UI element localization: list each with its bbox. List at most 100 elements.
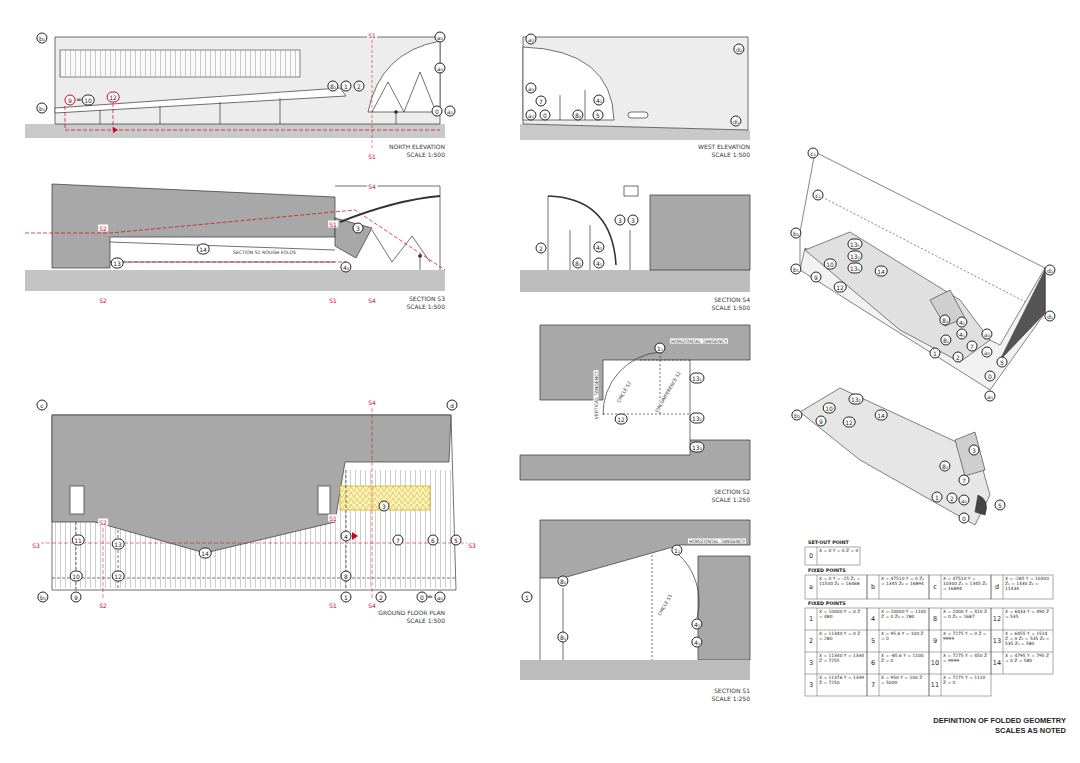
callout-number: 6	[428, 535, 439, 546]
callout-number: 14	[197, 244, 210, 255]
view-title: SECTION S1	[714, 687, 750, 694]
section-s3-part	[372, 230, 430, 262]
callout-number: b₁	[37, 592, 48, 603]
table-index: 6	[871, 660, 875, 667]
coordinate-table-part	[805, 608, 867, 696]
callout-number: 10	[823, 403, 836, 414]
section-marker: S1	[328, 515, 338, 522]
callout-number: 0	[432, 106, 443, 117]
callout-number: 0	[985, 371, 996, 382]
equals-sign: =	[427, 593, 433, 601]
ground-floor-plan-part	[40, 543, 470, 544]
view-title: SCALE 1:250	[712, 695, 750, 702]
section-s1	[520, 520, 750, 680]
table-index: 5	[871, 638, 875, 645]
axonometric-view	[800, 152, 1045, 525]
coordinate-table-part	[941, 575, 942, 599]
table-index: 4	[871, 616, 875, 623]
callout-number: 1	[930, 348, 941, 359]
section-s3-part	[440, 186, 441, 270]
callout-number: 2	[376, 592, 387, 603]
callout-number: 13₃	[689, 442, 704, 453]
table-index: a	[809, 584, 813, 591]
callout-number: b₁	[790, 264, 801, 275]
callout-number: 3	[969, 445, 980, 456]
table-cell: X = 2000 Y = 410 Z = 0 Z₂ = 1687	[943, 610, 989, 620]
table-index: 10	[931, 660, 939, 667]
north-elevation-part	[100, 110, 101, 124]
table-index: 7	[871, 682, 875, 689]
callout-number: 10	[82, 95, 95, 106]
section-s2-part	[540, 325, 750, 400]
table-cell: X = 6433 Y = 490 Z = 535	[1005, 610, 1051, 620]
west-elevation-part	[585, 90, 586, 120]
north-elevation-part	[25, 124, 445, 138]
section-s1-part	[698, 556, 750, 660]
callout-number: c₂	[808, 148, 819, 159]
callout-number: 13₁	[847, 239, 862, 250]
north-elevation-part	[372, 72, 436, 112]
ground-floor-plan	[40, 408, 470, 598]
north-elevation	[25, 37, 445, 150]
callout-number: c	[37, 400, 48, 411]
callout-number: a₂	[981, 347, 992, 358]
coordinate-table-part	[929, 674, 991, 675]
callout-number: 14	[199, 548, 212, 559]
callout-number: 8₂	[557, 576, 568, 587]
callout-number: 9	[71, 592, 82, 603]
coordinate-table-part	[991, 630, 1053, 631]
coordinate-table-part	[991, 575, 1053, 599]
view-title: NORTH ELEVATION	[389, 143, 445, 150]
section-s3-part	[52, 184, 335, 268]
coordinate-table-part	[991, 608, 1053, 674]
table-index: 13	[993, 638, 1001, 645]
callout-number: 1	[341, 81, 352, 92]
north-elevation-part	[113, 127, 118, 133]
coordinate-table-part	[805, 674, 867, 675]
table-heading: FIXED POINTS	[808, 568, 846, 573]
section-s3-part	[419, 255, 422, 258]
view-title: SCALE 1:500	[407, 303, 445, 310]
section-s2-part	[520, 440, 750, 480]
table-cell: X = 950 Y = 100 Z = 5000	[881, 676, 927, 686]
view-title: SCALE 1:500	[407, 151, 445, 158]
view-title: GROUND FLOOR PLAN	[378, 609, 445, 616]
view-title: WEST ELEVATION	[698, 143, 750, 150]
callout-number: 12	[615, 414, 628, 425]
section-marker: S1	[367, 153, 377, 160]
callout-number: 7	[393, 535, 404, 546]
table-index: b	[871, 584, 875, 591]
callout-number: 5	[593, 110, 604, 121]
callout-number: a₃	[434, 63, 445, 74]
north-elevation-part	[368, 41, 440, 112]
section-marker: S1	[328, 297, 338, 304]
coordinate-table-part	[817, 547, 818, 565]
callout-number: 13₂	[848, 394, 863, 405]
table-heading: FIXED POINTS	[808, 601, 846, 606]
table-cell: X = -85.6 Y = 1100 Z = 0	[881, 654, 927, 664]
callout-number: b₂	[36, 33, 47, 44]
callout-number: 1	[341, 592, 352, 603]
table-index: c	[933, 584, 937, 591]
section-s3-part	[335, 218, 372, 258]
callout-number: a₁	[525, 110, 536, 121]
section-marker: S1	[328, 602, 338, 609]
callout-number: a₁	[434, 592, 445, 603]
section-s3-part	[340, 196, 440, 222]
section-s2-part	[603, 352, 660, 415]
section-marker: S3	[467, 542, 477, 549]
west-elevation-part	[560, 95, 561, 120]
view-title: SCALE 1:500	[712, 151, 750, 158]
coordinate-table-part	[805, 630, 867, 631]
coordinate-table-part	[805, 547, 860, 565]
view-title: SCALE 1:500	[407, 617, 445, 624]
fixed-point-marker: 9	[65, 95, 76, 106]
coordinate-table-part	[805, 652, 867, 653]
section-s4-part	[650, 195, 750, 270]
callout-number: 11	[72, 535, 85, 546]
section-marker: S1	[367, 32, 377, 39]
table-index: d	[995, 584, 999, 591]
note-text: SECTION S1 ROUGH FOLDS	[232, 250, 297, 255]
section-s3-part	[420, 258, 421, 270]
coordinate-table-part	[929, 630, 991, 631]
